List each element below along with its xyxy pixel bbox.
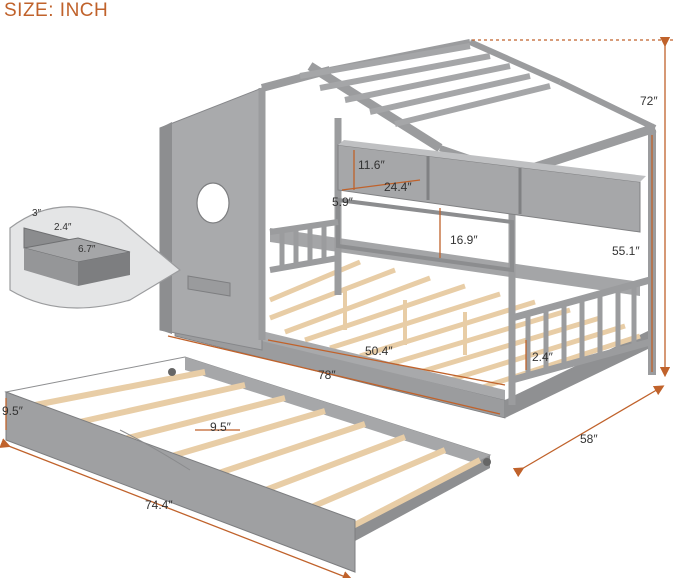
guard-rails: [269, 219, 651, 384]
label-cup-b: 2.4″: [54, 222, 72, 233]
headboard-shelf: [336, 140, 646, 273]
label-headboard-gap: 16.9″: [450, 233, 478, 247]
label-width-bed: 58″: [580, 432, 598, 446]
label-shelf-height: 11.6″: [358, 158, 385, 172]
label-trundle-length: 74.4″: [145, 498, 173, 512]
label-trundle-height: 9.5″: [2, 404, 23, 418]
dimension-lines: [0, 36, 675, 581]
label-length-inner: 50.4″: [365, 344, 393, 358]
label-rail-height: 2.4″: [532, 350, 553, 364]
left-headboard: [159, 87, 263, 351]
label-shelf-depth: 5.9″: [332, 195, 353, 209]
bed-slats: [269, 259, 641, 391]
label-length-bed: 78″: [318, 368, 336, 382]
size-unit-title: SIZE: INCH: [4, 0, 109, 21]
label-cup-a: 3″: [32, 208, 42, 219]
label-cup-c: 6.7″: [78, 244, 96, 255]
label-height-total: 72″: [640, 94, 658, 108]
label-trundle-slat-gap: 9.5″: [210, 420, 231, 434]
label-shelf-width: 24.4″: [384, 180, 412, 194]
cup-holder-callout: [9, 206, 182, 309]
label-height-rail: 55.1″: [612, 244, 640, 258]
